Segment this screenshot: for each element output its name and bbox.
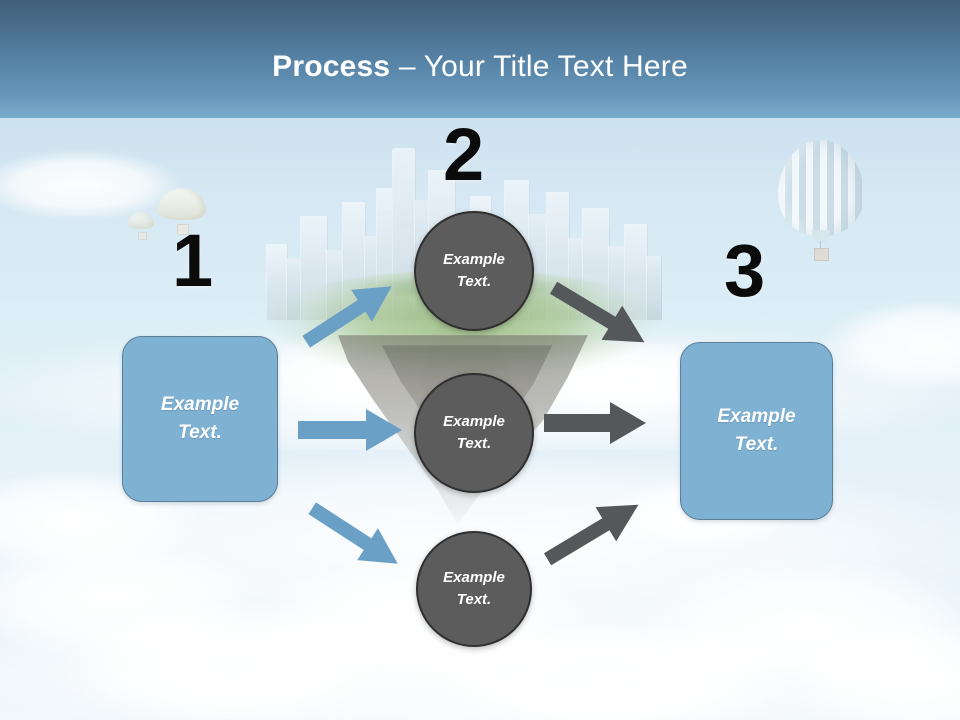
right-text-box-label: Example Text. [717,403,795,459]
circle-middle-line1: Example [443,413,505,430]
arrow-blue-up-right[interactable] [296,283,402,348]
page-title-rest: Your Title Text Here [423,50,688,83]
balloon-basket [814,248,829,261]
parachute-icon [158,188,210,238]
balloon-rope [820,241,821,250]
left-text-box-line2: Text. [178,422,222,443]
page-title: Process – Your Title Text Here [0,50,960,84]
hot-air-balloon-icon [778,140,864,261]
arrow-blue-right[interactable] [298,408,404,452]
circle-bottom-line2: Text. [456,591,492,608]
right-text-box-line1: Example [717,406,796,427]
arrow-blue-down-right[interactable] [302,502,408,567]
arrow-gray-down-right[interactable] [544,281,654,347]
arrow-gray-right[interactable] [544,401,648,445]
page-title-bold: Process [272,50,391,83]
title-banner: Process – Your Title Text Here [0,0,960,118]
page-title-separator: – [390,50,424,83]
step-number-2: 2 [443,113,485,196]
circle-node-middle[interactable]: Example Text. [414,373,534,493]
circle-node-bottom-label: Example Text. [443,567,505,611]
step-number-1: 1 [172,219,214,302]
balloon-envelope [778,140,864,236]
circle-top-line1: Example [443,251,505,268]
right-text-box-line2: Text. [734,434,779,455]
left-text-box-line1: Example [160,394,240,415]
circle-middle-line2: Text. [456,435,492,452]
step-number-3: 3 [724,229,766,312]
right-text-box[interactable]: Example Text. [680,342,833,520]
balloon-neck [811,230,831,243]
left-text-box[interactable]: Example Text. [122,336,278,502]
circle-node-top-label: Example Text. [443,249,505,293]
left-text-box-label: Example Text. [161,391,239,447]
circle-bottom-line1: Example [443,569,505,586]
circle-top-line2: Text. [456,273,492,290]
circle-node-bottom[interactable]: Example Text. [416,531,532,647]
circle-node-middle-label: Example Text. [443,411,505,455]
parachute-icon-small [128,212,160,244]
circle-node-top[interactable]: Example Text. [414,211,534,331]
arrow-gray-up-right[interactable] [538,500,648,566]
